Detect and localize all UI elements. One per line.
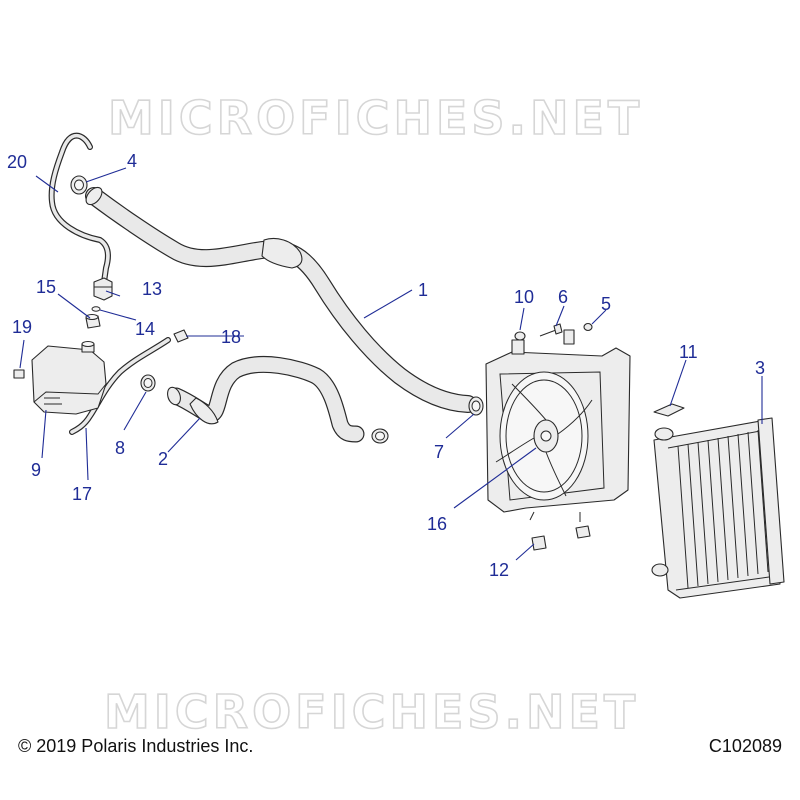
small-hose-clamp — [173, 329, 189, 343]
copyright-notice: © 2019 Polaris Industries Inc. — [18, 736, 254, 756]
upper-coolant-hose — [85, 186, 477, 413]
bypass-tube — [48, 132, 111, 285]
callout-9: 9 — [31, 460, 41, 480]
callout-17: 17 — [72, 484, 92, 504]
hose-clamp-upper — [70, 175, 88, 195]
shroud-grommet — [514, 331, 526, 341]
watermark-top: MICROFICHES.NET — [108, 91, 643, 145]
coolant-reservoir — [31, 341, 107, 415]
radiator-hose-clamp — [468, 396, 484, 416]
leader-lines — [19, 167, 763, 561]
callout-4: 4 — [127, 151, 137, 171]
callout-19: 19 — [12, 317, 32, 337]
callout-numbers: 1 2 3 4 5 6 7 8 9 10 11 12 13 14 15 16 1… — [7, 151, 765, 580]
radiator — [651, 417, 785, 599]
callout-13: 13 — [142, 279, 162, 299]
callout-3: 3 — [755, 358, 765, 378]
callout-11: 11 — [679, 342, 698, 362]
shroud-lower-fastener — [531, 525, 591, 551]
shroud-bolt — [539, 323, 563, 337]
fan-shroud-assembly — [485, 329, 631, 522]
callout-18: 18 — [221, 327, 241, 347]
reservoir-fastener — [13, 369, 25, 379]
callout-7: 7 — [434, 442, 444, 462]
callout-10: 10 — [514, 287, 534, 307]
hose-clamp-lower — [371, 428, 389, 444]
tube-cap — [93, 277, 113, 301]
hose-clamp-small — [140, 374, 156, 392]
lower-coolant-hose — [167, 355, 365, 443]
callout-5: 5 — [601, 294, 611, 314]
callout-16: 16 — [427, 514, 447, 534]
callout-8: 8 — [115, 438, 125, 458]
callout-2: 2 — [158, 449, 168, 469]
washer — [91, 306, 101, 312]
shroud-nut — [583, 322, 593, 332]
fitting — [85, 314, 101, 329]
callout-1: 1 — [418, 280, 428, 300]
callout-15: 15 — [36, 277, 56, 297]
radiator-cap — [653, 403, 685, 417]
callout-20: 20 — [7, 152, 27, 172]
callout-12: 12 — [489, 560, 509, 580]
callout-6: 6 — [558, 287, 568, 307]
diagram-code: C102089 — [708, 736, 782, 756]
watermark-bottom: MICROFICHES.NET — [104, 685, 639, 739]
callout-14: 14 — [135, 319, 155, 339]
